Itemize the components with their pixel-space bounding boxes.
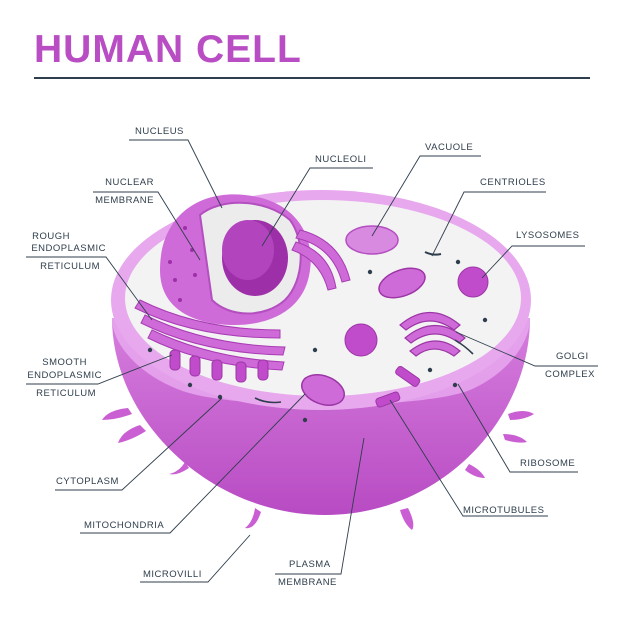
label-smooth-er-2: ENDOPLASMIC (27, 370, 102, 381)
label-vacuole: VACUOLE (425, 142, 474, 153)
label-lysosomes: LYSOSOMES (516, 230, 580, 241)
label-microtubules: MICROTUBULES (463, 505, 545, 516)
label-plasma-membrane-2: MEMBRANE (278, 577, 337, 588)
label-nucleoli: NUCLEOLI (315, 154, 367, 165)
label-mitochondria: MITOCHONDRIA (84, 520, 165, 531)
mitochondria (301, 267, 426, 406)
label-ribosome: RIBOSOME (520, 458, 576, 469)
label-nuclear-membrane-1: NUCLEAR (105, 177, 154, 188)
label-rough-er-1: ROUGH (32, 231, 70, 242)
golgi-complex (399, 312, 466, 357)
page-title: HUMAN CELL (34, 28, 302, 71)
ribosomes (147, 259, 488, 423)
cytoskeleton-strokes (254, 339, 474, 404)
er-sheets (291, 229, 351, 291)
label-rough-er-3: RETICULUM (40, 261, 100, 272)
nucleus (160, 194, 311, 325)
label-golgi-2: COMPLEX (545, 369, 595, 380)
smooth-er (169, 349, 269, 383)
label-rough-er-2: ENDOPLASMIC (31, 243, 106, 254)
leader-lines (26, 139, 598, 583)
label-centrioles: CENTRIOLES (480, 177, 546, 188)
label-smooth-er-1: SMOOTH (42, 357, 87, 368)
microvilli-group (102, 408, 534, 530)
vacuole (345, 225, 399, 255)
label-cytoplasm: CYTOPLASM (56, 476, 119, 487)
label-smooth-er-3: RETICULUM (36, 388, 96, 399)
label-golgi-1: GOLGI (556, 351, 589, 362)
lysosomes (344, 266, 489, 357)
title-underline (34, 77, 590, 79)
microtubules (375, 365, 421, 408)
label-plasma-membrane-1: PLASMA (289, 559, 331, 570)
label-nucleus: NUCLEUS (135, 126, 184, 137)
label-nuclear-membrane-2: MEMBRANE (95, 195, 154, 206)
label-microvilli: MICROVILLI (143, 569, 202, 580)
